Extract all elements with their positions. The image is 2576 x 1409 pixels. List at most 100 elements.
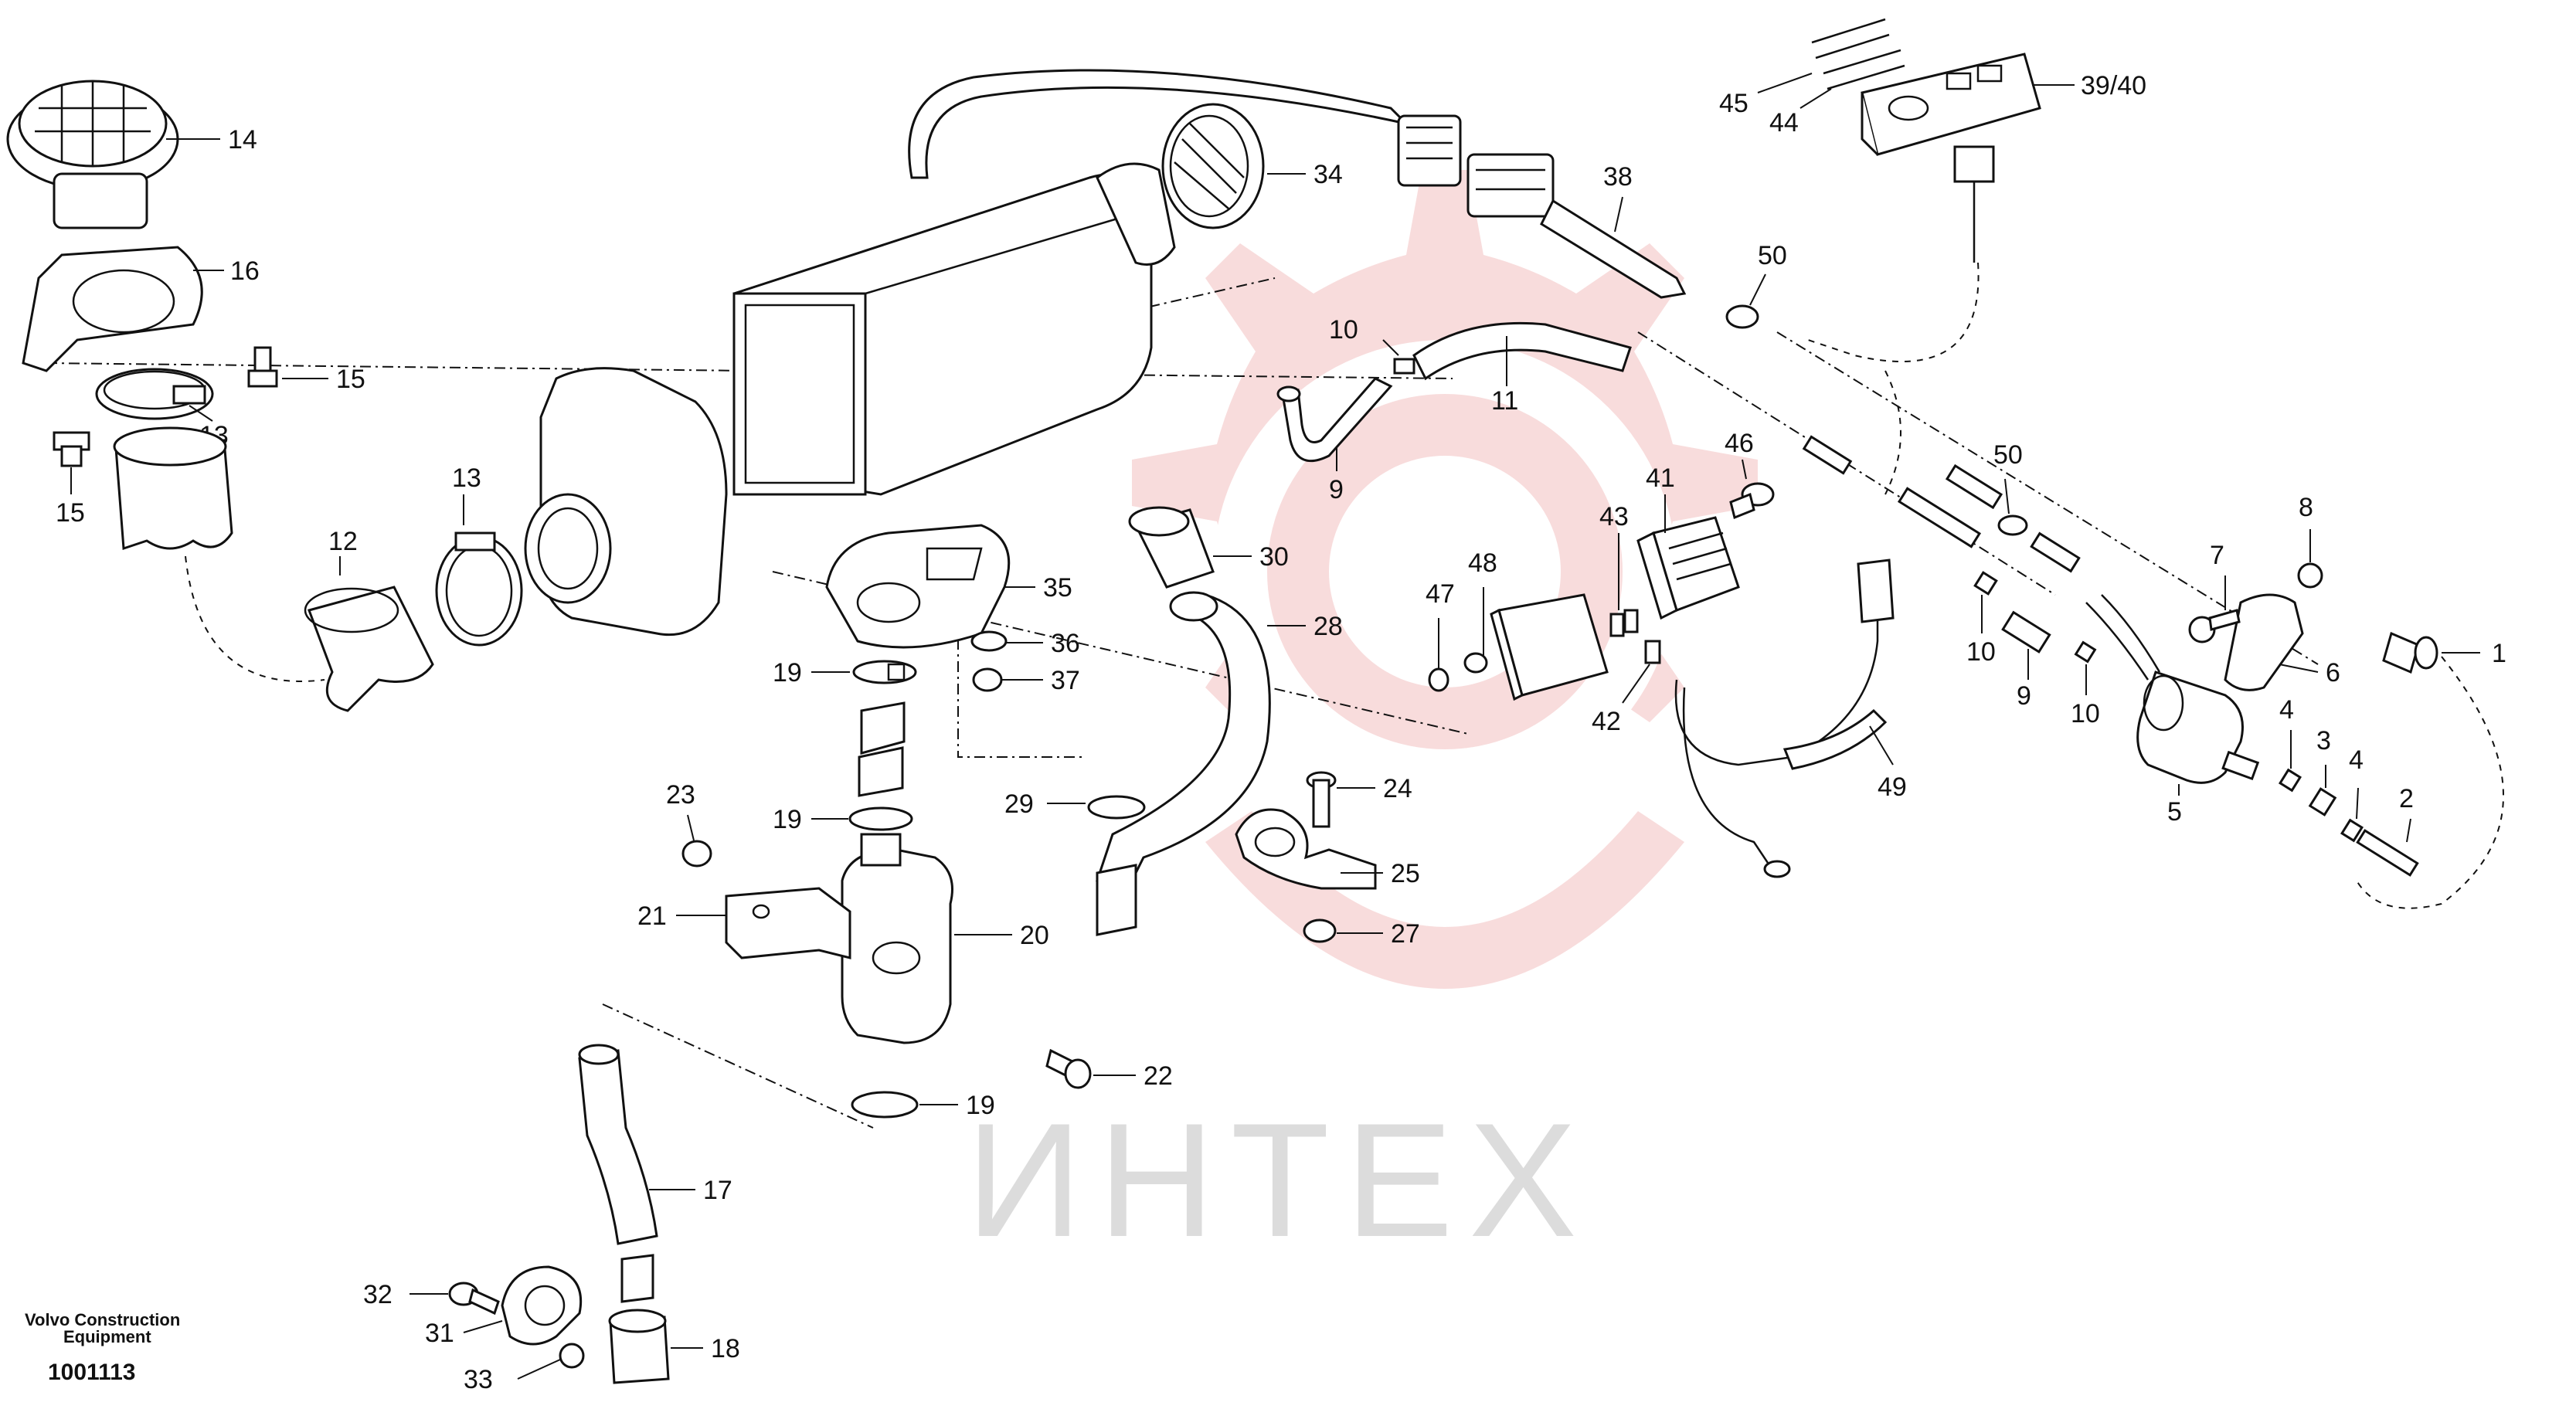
callout-47: 47	[1426, 579, 1455, 609]
nut-part-8	[2297, 562, 2323, 589]
hose-clamp-part-29	[1087, 795, 1146, 820]
callout-14: 14	[228, 125, 257, 154]
callout-9-right: 9	[2017, 681, 2031, 711]
callout-28: 28	[1313, 612, 1343, 641]
hose-clamp-part-19-mid	[848, 806, 913, 831]
callout-22: 22	[1144, 1061, 1173, 1091]
callout-32: 32	[363, 1280, 393, 1309]
muffler-part-20	[841, 833, 953, 1044]
end-sleeve-part-18	[608, 1309, 670, 1384]
hose-clamp-part-10-top	[1393, 358, 1415, 375]
callout-4-right: 4	[2349, 745, 2364, 775]
callout-46: 46	[1725, 429, 1754, 458]
screw-part-15-lower	[53, 431, 90, 467]
vent-grille-part-14	[6, 80, 179, 229]
fuel-line-part-2	[2356, 829, 2419, 877]
nut-part-23	[681, 840, 712, 867]
p-clamp-part-25	[1235, 808, 1377, 890]
bolt-part-24	[1306, 771, 1337, 828]
filter-ring-part-34	[1161, 103, 1265, 229]
callout-19-lower: 19	[966, 1091, 995, 1120]
exhaust-pipe-mid	[858, 746, 904, 797]
heater-body	[732, 162, 1176, 496]
air-hose-end	[1096, 864, 1137, 936]
sleeve-part-30	[1128, 506, 1215, 589]
wiring-harness-part-49	[1674, 559, 1895, 878]
heater-end-cap	[524, 367, 728, 637]
nut-part-37	[972, 667, 1003, 692]
fuel-line-segment-a	[1802, 435, 1853, 475]
grommet-part-50-upper	[1725, 304, 1759, 329]
callout-33: 33	[464, 1365, 493, 1394]
washer-part-48	[1463, 652, 1488, 674]
callout-50-upper: 50	[1758, 241, 1787, 270]
callout-16: 16	[230, 256, 260, 286]
screw-part-15-upper	[247, 346, 278, 388]
callout-21: 21	[637, 901, 667, 931]
screw-part-7	[2188, 609, 2241, 643]
control-unit-part-39-40	[1861, 53, 2041, 263]
callout-3: 3	[2316, 726, 2331, 755]
pump-bracket-part-6	[2224, 593, 2304, 691]
grommet-part-50-lower	[1997, 514, 2028, 536]
callout-10-right: 10	[2071, 699, 2100, 728]
callout-15-lower: 15	[56, 498, 85, 528]
callout-35: 35	[1043, 573, 1072, 603]
hose-clamp-part-13-middle	[435, 531, 523, 647]
drawing-number: 1001113	[48, 1360, 135, 1385]
callout-45: 45	[1719, 89, 1748, 118]
exhaust-pipe-upper	[860, 701, 906, 755]
brand-line-2: Equipment	[63, 1327, 151, 1346]
hose-clamp-part-19-lower	[851, 1091, 919, 1119]
hose-clamp-part-10-right	[2074, 640, 2097, 664]
callout-12: 12	[328, 527, 358, 556]
nut-part-33	[559, 1343, 585, 1369]
nut-part-27	[1303, 918, 1337, 943]
callout-44: 44	[1769, 108, 1799, 138]
fuse-part-43	[1609, 609, 1639, 637]
callout-37: 37	[1051, 666, 1080, 695]
mounting-bracket-part-16	[22, 246, 203, 372]
callout-20: 20	[1020, 921, 1049, 950]
hose-clamp-part-13-left	[95, 368, 214, 420]
callout-48: 48	[1468, 548, 1497, 578]
washer-part-47	[1428, 667, 1449, 692]
relay-part-48	[1490, 593, 1609, 701]
hose-part-11	[1412, 321, 1632, 381]
callout-19-mid: 19	[773, 805, 802, 834]
clamp-part-4-right	[2340, 818, 2364, 843]
callout-29: 29	[1004, 789, 1034, 819]
fuel-line-segment-d	[2030, 531, 2081, 573]
fuse-part-42	[1644, 640, 1661, 664]
callout-25: 25	[1391, 859, 1420, 888]
pipe-clip-part-31	[501, 1265, 583, 1346]
gasket-part-35	[825, 524, 1011, 649]
callout-30: 30	[1259, 542, 1289, 572]
fuel-pump-part-5	[2085, 594, 2260, 784]
fuel-line-part-9-top	[1276, 377, 1393, 463]
connector-plug	[1397, 114, 1555, 218]
callout-36: 36	[1051, 629, 1080, 658]
clip-part-3	[2308, 787, 2337, 817]
callout-8: 8	[2299, 493, 2313, 522]
screw-part-46	[1729, 482, 1775, 520]
callout-39-40: 39/40	[2081, 71, 2146, 100]
callout-43: 43	[1599, 502, 1629, 531]
watermark-text: ИНТЕХ	[966, 1089, 1592, 1271]
callout-5: 5	[2167, 797, 2182, 827]
hose-clamp-part-19-upper	[852, 660, 917, 684]
tailpipe-part-17	[578, 1044, 658, 1245]
callout-50-lower: 50	[1993, 440, 2023, 470]
callout-41: 41	[1646, 463, 1675, 493]
flex-duct-left	[113, 426, 233, 551]
callout-9-top: 9	[1329, 475, 1344, 504]
callout-27: 27	[1391, 919, 1420, 949]
fuel-line-segment-c	[1945, 463, 2003, 510]
callout-13-middle: 13	[452, 463, 481, 493]
relay-part-41	[1636, 516, 1740, 620]
label-strip-part-45	[1811, 18, 1890, 59]
callout-49: 49	[1878, 772, 1907, 802]
callout-15-upper: 15	[336, 365, 365, 394]
fitting-part-1	[2382, 631, 2438, 674]
